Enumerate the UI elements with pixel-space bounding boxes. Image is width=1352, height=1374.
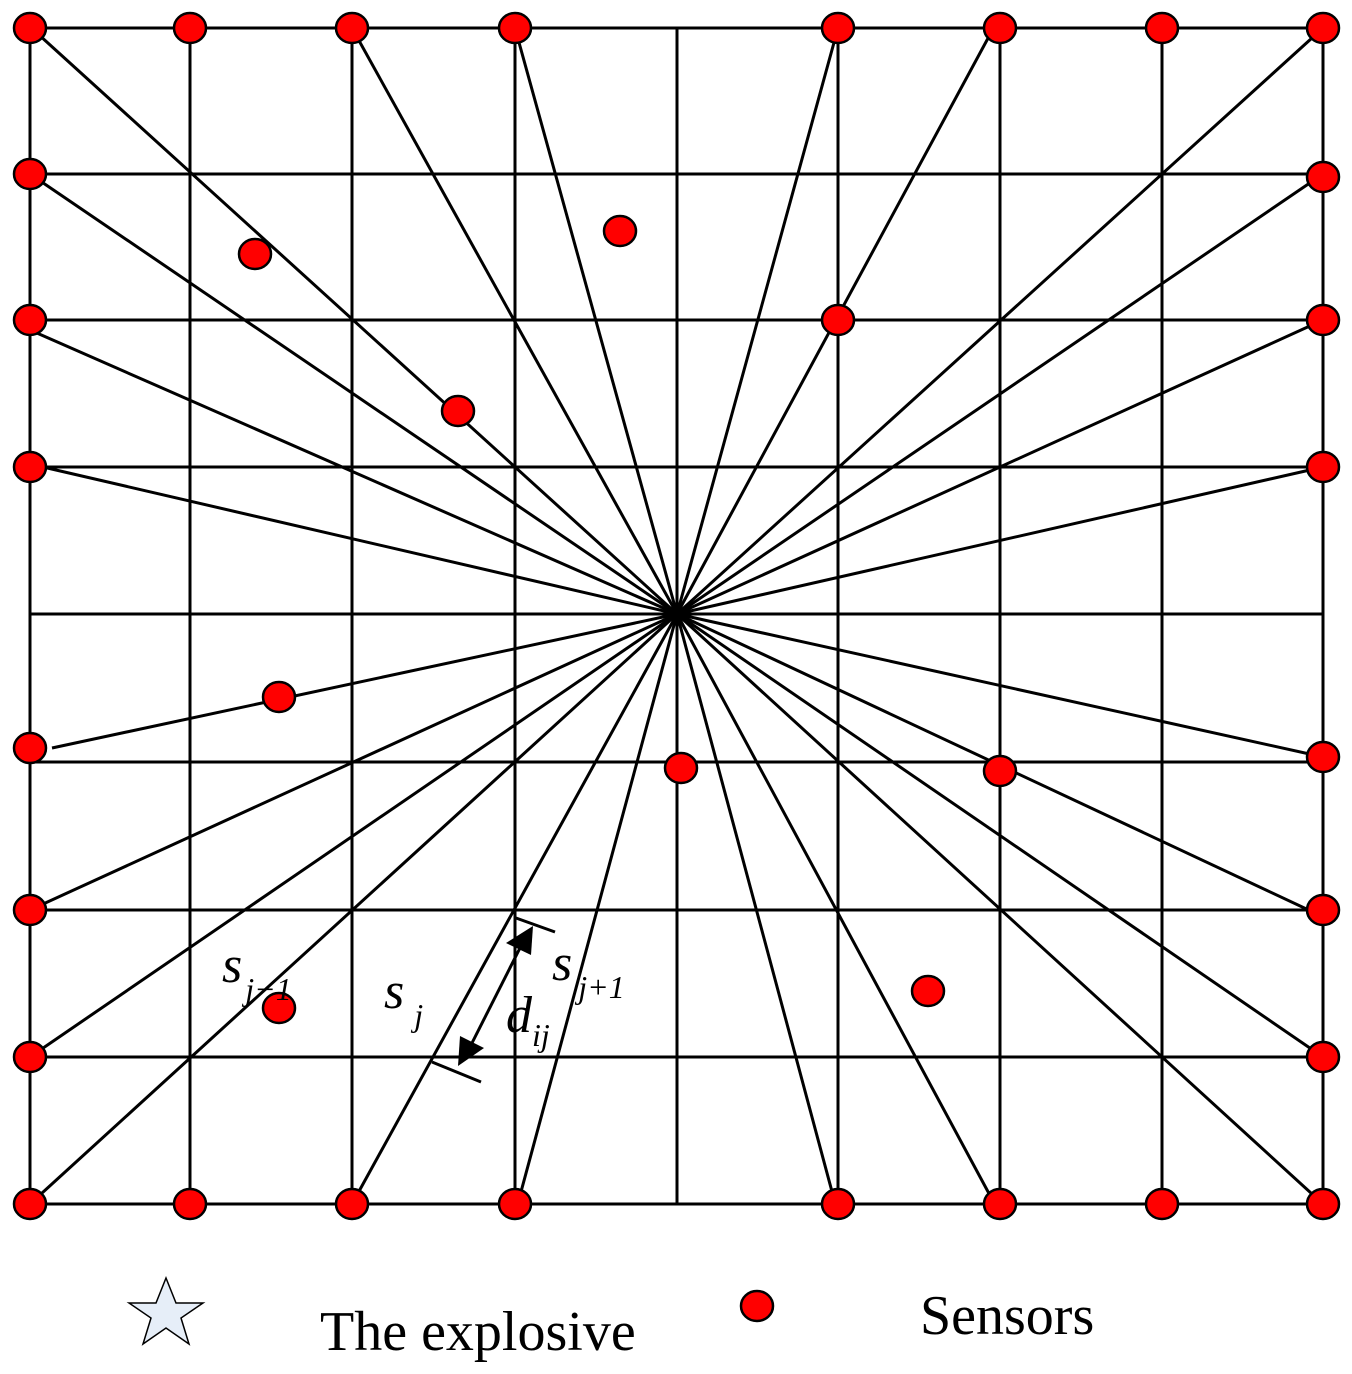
sensors	[12, 11, 1341, 1221]
sensor-dot	[12, 731, 48, 765]
radial-line	[676, 318, 1324, 616]
sensor-dot	[261, 991, 297, 1025]
sensor-dot	[982, 1187, 1018, 1221]
radial-line	[675, 613, 1002, 1215]
radial-line	[676, 465, 1324, 616]
radial-line	[513, 613, 679, 1215]
radial-line	[675, 613, 840, 1215]
sensor-dot	[334, 11, 370, 45]
sensor-dot	[237, 237, 273, 271]
sensor-dot	[1305, 450, 1341, 484]
sensor-dot	[12, 893, 48, 927]
sensor-dot	[12, 1187, 48, 1221]
radial-line	[675, 26, 1325, 616]
sensor-dot	[982, 754, 1018, 788]
radial-line	[29, 612, 678, 912]
distance-marker	[431, 916, 556, 1084]
radial-line	[29, 612, 678, 1059]
sensor-dot	[12, 450, 48, 484]
sensor-dot	[12, 303, 48, 337]
sensor-dot	[820, 303, 856, 337]
radial-line	[51, 612, 678, 750]
sensor-dot	[1305, 893, 1341, 927]
sensor-dot	[663, 751, 699, 785]
sensor-dot	[497, 1187, 533, 1221]
sensor-dot	[12, 157, 48, 191]
radial-line	[675, 612, 1325, 1206]
sensor-dot	[334, 1187, 370, 1221]
sensor-dot	[982, 11, 1018, 45]
star-icon	[126, 1275, 206, 1346]
sensor-dot	[1144, 1187, 1180, 1221]
label-d-ij: dij	[506, 987, 550, 1053]
red-dot-icon	[739, 1289, 775, 1323]
sensor-dot	[820, 11, 856, 45]
legend: The explosive Sensors	[126, 1275, 1094, 1363]
sensor-dot	[910, 974, 946, 1008]
sensor-dot	[602, 214, 638, 248]
radial-line	[36, 32, 679, 616]
radial-line	[350, 27, 679, 615]
label-s-j-minus-1: sj−1	[222, 937, 292, 1007]
sensor-dot	[172, 11, 208, 45]
radial-line	[676, 612, 1324, 1059]
sensor-dot	[1144, 11, 1180, 45]
radial-line	[29, 462, 678, 616]
sensor-dot	[1305, 1187, 1341, 1221]
sensor-dot	[12, 11, 48, 45]
radial-line	[676, 172, 1324, 616]
sensor-dot	[172, 1187, 208, 1221]
radial-line	[676, 612, 1324, 759]
sensor-dot	[1305, 1040, 1341, 1074]
radial-line	[29, 328, 678, 616]
radial-line	[675, 27, 840, 615]
sensor-dot	[1305, 740, 1341, 774]
sensor-dot	[497, 11, 533, 45]
sensor-dot	[1305, 160, 1341, 194]
sensor-dot	[1305, 11, 1341, 45]
radial-lines	[28, 15, 1331, 1215]
sensor-dot	[440, 394, 476, 428]
sensor-dot	[1305, 303, 1341, 337]
sensor-dot	[261, 680, 297, 714]
sensor-dot	[12, 1040, 48, 1074]
legend-explosive-label: The explosive	[320, 1301, 636, 1363]
radial-line	[513, 27, 679, 615]
radial-line	[28, 612, 679, 1206]
radial-line	[350, 613, 679, 1205]
radial-line	[29, 172, 678, 616]
legend-sensors-label: Sensors	[920, 1285, 1094, 1347]
sensor-dot	[820, 1187, 856, 1221]
